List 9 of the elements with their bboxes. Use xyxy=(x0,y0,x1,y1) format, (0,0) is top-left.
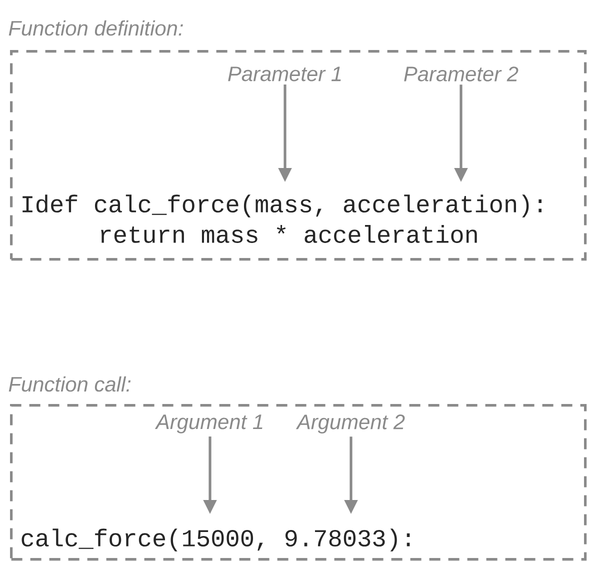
annotation-label: Argument 2 xyxy=(296,414,405,434)
code-line: Idef calc_force(mass, acceleration): xyxy=(22,194,542,218)
annotation-label: Parameter 2 xyxy=(404,66,518,82)
code-line: return mass * acceleration xyxy=(101,225,477,243)
heading: Function call: xyxy=(8,376,131,392)
annotation-label: Argument 1 xyxy=(154,414,262,434)
annotation-label: Parameter 1 xyxy=(228,66,341,82)
code-line: calc_force(15000, 9.78033): xyxy=(22,528,410,552)
heading: Function definition: xyxy=(8,20,183,36)
